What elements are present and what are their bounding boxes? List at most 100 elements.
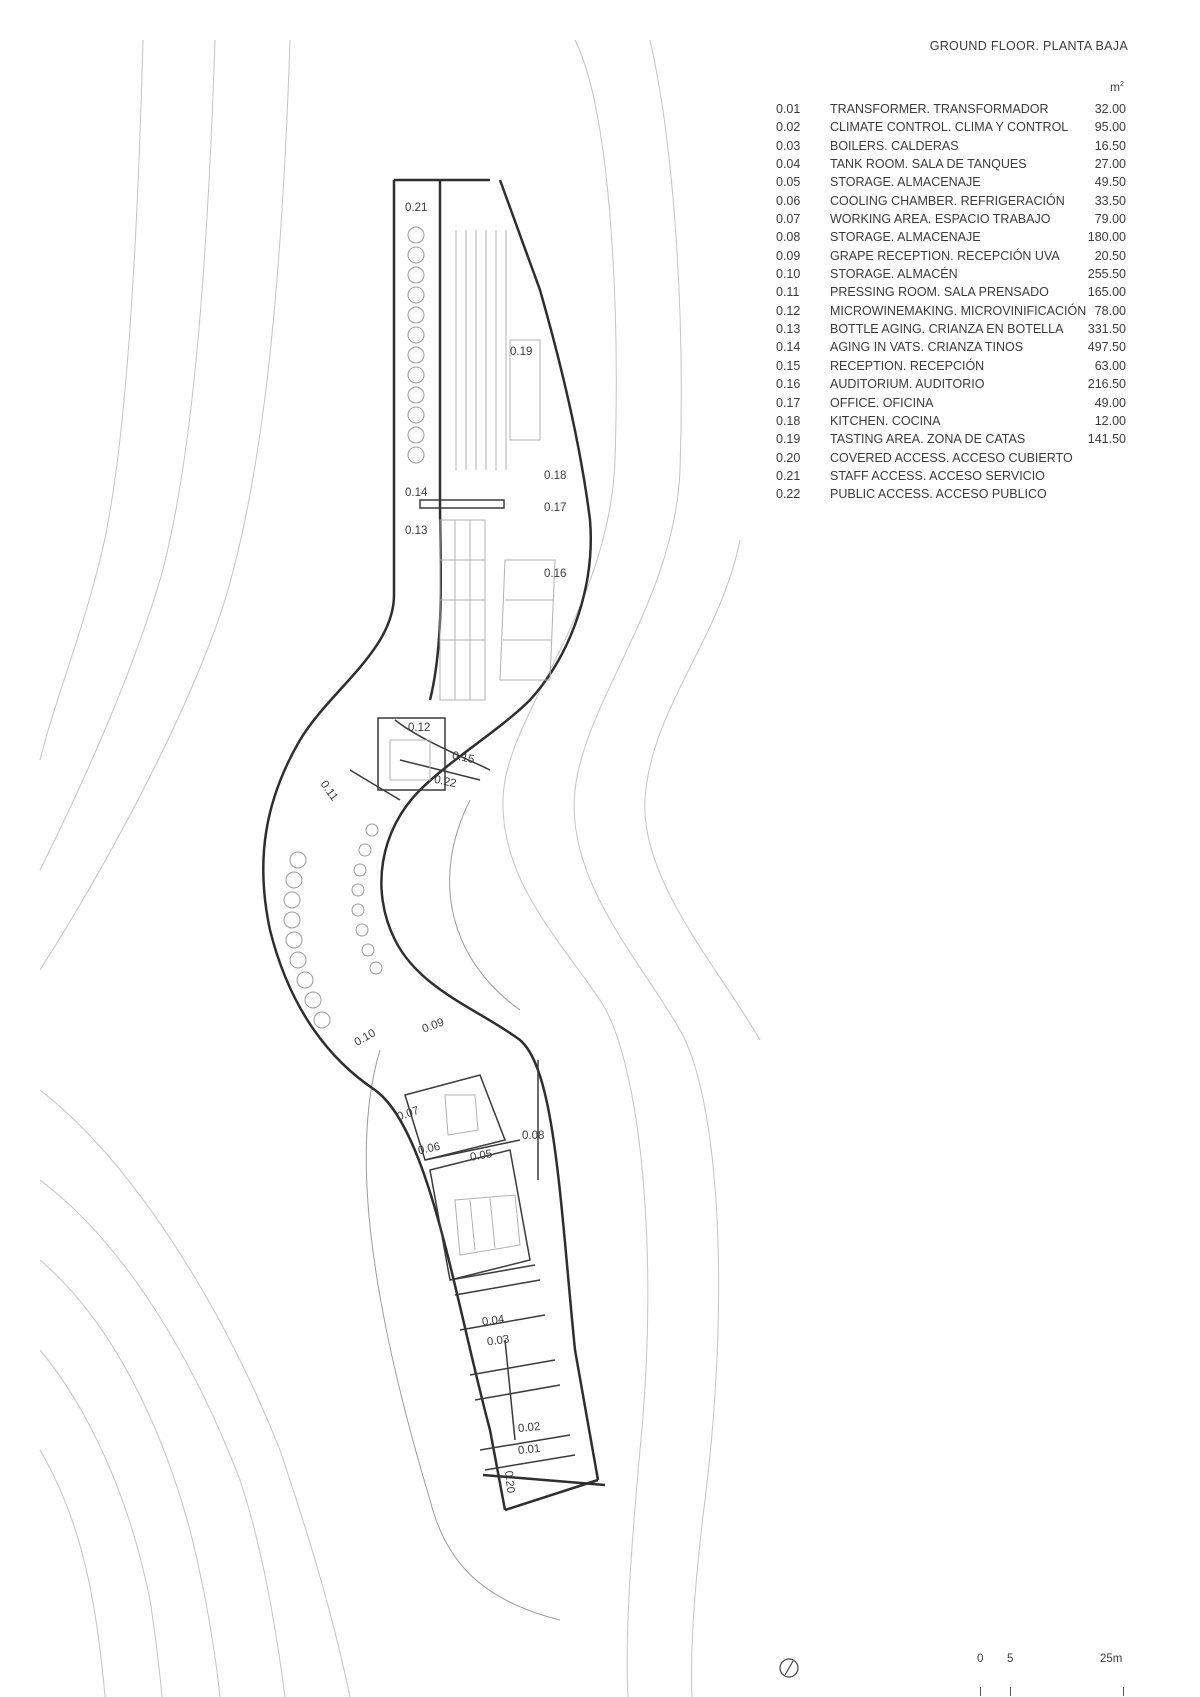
legend-area: 27.00 (1094, 157, 1126, 172)
legend-name-en: PUBLIC ACCESS. (830, 487, 933, 502)
legend-code: 0.19 (776, 432, 801, 447)
interior-walls (349, 499, 576, 1471)
legend-area: 79.00 (1094, 212, 1126, 227)
legend-name-en: AGING IN VATS. (830, 340, 924, 355)
legend-name-es: SALA PRENSADO (943, 285, 1049, 300)
legend-name-en: STAFF ACCESS. (830, 468, 927, 483)
north-arrow-icon (779, 1658, 799, 1678)
legend-row: 0.05 STORAGE. ALMACENAJE 49.50 (776, 173, 1126, 191)
legend-code: 0.18 (776, 413, 801, 428)
legend-name-en: PRESSING ROOM. (830, 285, 941, 300)
legend-area: 141.50 (1087, 432, 1126, 447)
plan-label-0.12: 0.12 (408, 722, 431, 734)
legend-name-es: CRIANZA TINOS (927, 340, 1024, 355)
legend-code: 0.21 (776, 468, 801, 483)
legend-code: 0.09 (776, 248, 801, 263)
legend-name-es: ALMACÉN (897, 267, 958, 282)
legend-area: 497.50 (1087, 340, 1126, 355)
plan-label-0.19: 0.19 (510, 346, 533, 358)
legend-name-es: ACCESO SERVICIO (929, 468, 1045, 483)
legend-name-en: MICROWINEMAKING. (830, 303, 958, 318)
legend-name-es: SALA DE TANQUES (911, 157, 1027, 172)
legend-name: MICROWINEMAKING. MICROVINIFICACIÓN (830, 302, 1086, 320)
legend-code: 0.11 (776, 285, 800, 300)
legend-code: 0.17 (776, 395, 801, 410)
legend-area: 32.00 (1094, 102, 1126, 116)
legend-code: 0.02 (776, 120, 801, 135)
sheet-title: GROUND FLOOR. PLANTA BAJA (930, 39, 1128, 53)
legend-code: 0.15 (776, 358, 801, 373)
legend-area: 20.50 (1094, 248, 1126, 263)
plan-label-0.13: 0.13 (405, 525, 428, 537)
area-unit-exponent: 2 (1120, 81, 1124, 88)
legend-name: AUDITORIUM. AUDITORIO (830, 375, 984, 393)
legend-area: 78.00 (1094, 303, 1126, 318)
legend-row: 0.06 COOLING CHAMBER. REFRIGERACIÓN 33.50 (776, 192, 1126, 210)
plan-label-0.18: 0.18 (544, 470, 567, 482)
legend-code: 0.06 (776, 193, 801, 208)
legend-name: PRESSING ROOM. SALA PRENSADO (830, 283, 1049, 301)
legend-name-en: COVERED ACCESS. (830, 450, 950, 465)
legend-name: BOTTLE AGING. CRIANZA EN BOTELLA (830, 320, 1063, 338)
legend-name: WORKING AREA. ESPACIO TRABAJO (830, 210, 1050, 228)
legend-code: 0.05 (776, 175, 801, 190)
legend-area: 331.50 (1087, 322, 1126, 337)
legend-name-es: ESPACIO TRABAJO (934, 212, 1051, 227)
legend-name-en: TASTING AREA. (830, 432, 924, 447)
area-unit: m (1110, 80, 1120, 94)
legend-area: 63.00 (1094, 358, 1126, 373)
legend-row: 0.21 STAFF ACCESS. ACCESO SERVICIO (776, 467, 1126, 485)
scale-tick (1123, 1687, 1124, 1696)
legend-name: OFFICE. OFICINA (830, 394, 934, 412)
legend-name-en: CLIMATE CONTROL. (830, 120, 952, 135)
legend-name-en: WORKING AREA. (830, 212, 932, 227)
legend-name: COOLING CHAMBER. REFRIGERACIÓN (830, 192, 1065, 210)
legend-name-es: COCINA (891, 413, 941, 428)
legend-name: KITCHEN. COCINA (830, 412, 940, 430)
legend-name-en: STORAGE. (830, 175, 895, 190)
legend-name-en: COOLING CHAMBER. (830, 193, 958, 208)
scale-tick (1010, 1687, 1011, 1696)
legend-code: 0.16 (776, 377, 801, 392)
legend-name-es: RECEPCIÓN UVA (957, 248, 1060, 263)
legend-name-es: TRANSFORMADOR (933, 102, 1049, 116)
legend-name: STORAGE. ALMACÉN (830, 265, 958, 283)
legend-name-en: TANK ROOM. (830, 157, 909, 172)
legend-name-es: RECEPCIÓN (909, 358, 985, 373)
racks (389, 230, 556, 1256)
legend-name: STORAGE. ALMACENAJE (830, 173, 981, 191)
legend-area: 33.50 (1094, 193, 1126, 208)
legend-area: 49.50 (1094, 175, 1126, 190)
legend-code: 0.08 (776, 230, 801, 245)
legend-name-es: ALMACENAJE (897, 230, 981, 245)
legend-name-es: CLIMA Y CONTROL (954, 120, 1069, 135)
plan-label-0.16: 0.16 (544, 568, 567, 580)
site-boundary (365, 799, 561, 1621)
scale-bar-five: 5 (1007, 1653, 1014, 1665)
scale-tick (980, 1687, 981, 1696)
legend-name: STAFF ACCESS. ACCESO SERVICIO (830, 467, 1045, 485)
legend-code: 0.04 (776, 157, 801, 172)
legend-name-es: MICROVINIFICACIÓN (960, 303, 1087, 318)
legend-name-en: TRANSFORMER. (830, 102, 930, 116)
legend-name-es: AUDITORIO (915, 377, 985, 392)
legend-name-es: ZONA DE CATAS (927, 432, 1026, 447)
plan-label-0.21: 0.21 (405, 202, 428, 214)
sheet-title-es: PLANTA BAJA (1042, 39, 1128, 53)
legend-area: 180.00 (1087, 230, 1126, 245)
legend-name-en: BOTTLE AGING. (830, 322, 926, 337)
legend-name-es: OFICINA (882, 395, 934, 410)
